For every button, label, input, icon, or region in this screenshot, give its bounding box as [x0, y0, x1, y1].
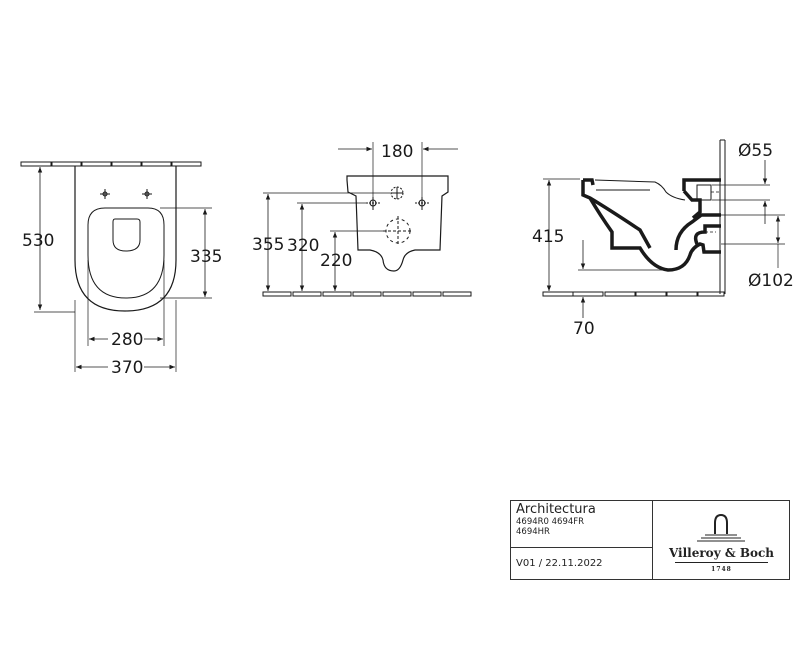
title-block-info: Architectura 4694R0 4694FR 4694HR V01 / … [511, 501, 653, 579]
dim-inlet-diameter: Ø55 [738, 141, 773, 161]
fixing-mark-icon [366, 197, 429, 210]
dim-depth: 530 [22, 231, 54, 251]
seat-opening [112, 218, 141, 252]
dim-inlet-height: 355 [252, 235, 284, 255]
rim-line [594, 179, 686, 201]
version-date: V01 / 22.11.2022 [516, 558, 603, 569]
product-name: Architectura [516, 502, 596, 517]
floor-strip [262, 291, 472, 297]
dim-bowl-width: 280 [111, 330, 143, 350]
dim-outlet-diameter: Ø102 [748, 271, 794, 291]
rear-view [262, 142, 472, 297]
outlet-mark-icon [383, 216, 413, 246]
bowl-section [581, 178, 721, 272]
brand-underline [675, 562, 768, 563]
bowl-outline [74, 166, 177, 312]
inlet-mark-icon [390, 186, 404, 200]
dim-fixing-spacing: 180 [381, 142, 413, 162]
wall [719, 139, 726, 294]
dim-floor-clearance: 70 [573, 319, 595, 339]
top-view [20, 161, 212, 372]
fountain-icon [697, 513, 745, 542]
seat-outline [87, 207, 165, 299]
brand-logo: Villeroy & Boch 1748 [653, 501, 790, 579]
side-view [542, 139, 785, 318]
floor-strip [542, 291, 725, 297]
product-codes-line2: 4694HR [516, 527, 550, 537]
dim-bowl-depth: 335 [190, 247, 222, 267]
dim-outlet-height: 220 [320, 251, 352, 271]
dim-rim-height: 415 [532, 227, 564, 247]
brand-year: 1748 [711, 566, 732, 573]
product-info: Architectura 4694R0 4694FR 4694HR [511, 501, 652, 548]
wall-strip [20, 161, 202, 167]
product-codes-line1: 4694R0 4694FR [516, 517, 585, 527]
dim-total-width: 370 [111, 358, 143, 378]
dim-fixing-height: 320 [287, 236, 319, 256]
title-block: Architectura 4694R0 4694FR 4694HR V01 / … [510, 500, 790, 580]
brand-name: Villeroy & Boch [668, 546, 775, 560]
rear-outline [346, 175, 449, 272]
fixing-mark-icon [100, 189, 152, 199]
